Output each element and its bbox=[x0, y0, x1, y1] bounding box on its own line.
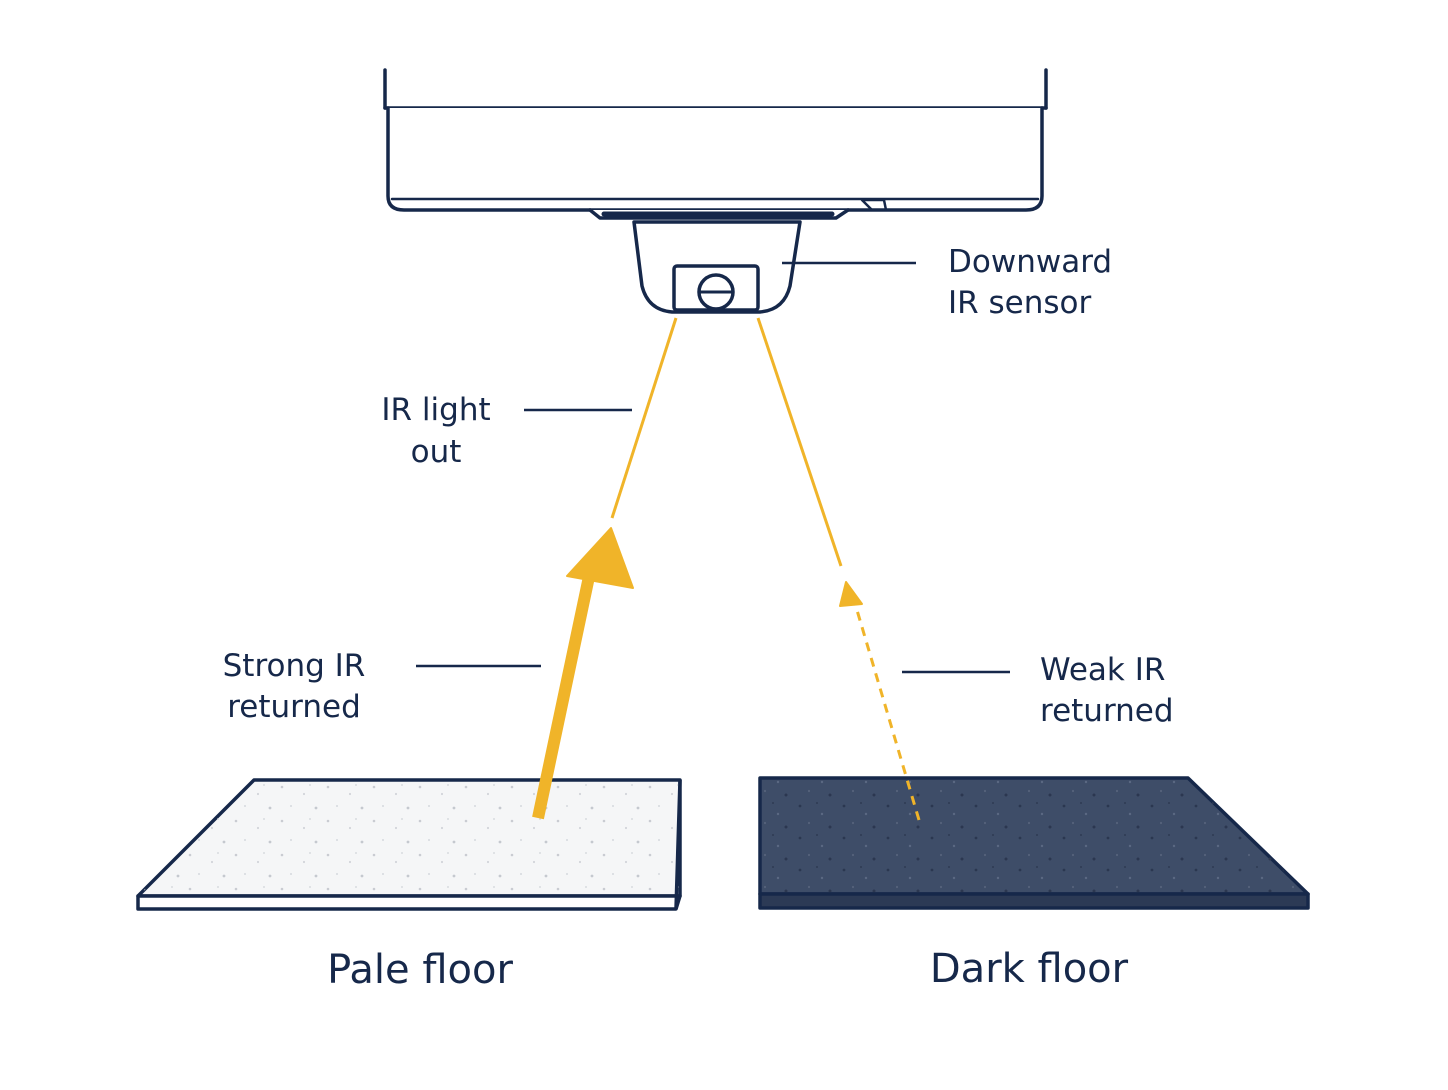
weak-ir-label-line2: returned bbox=[1040, 693, 1174, 729]
ir-out-label-line2: out bbox=[411, 434, 462, 470]
device-housing bbox=[383, 68, 1048, 220]
ir-sensor-module bbox=[632, 220, 802, 314]
strong-ir-return-arrow bbox=[532, 527, 634, 820]
weak-ir-return-arrow bbox=[839, 581, 921, 821]
sensor-label-line1: Downward bbox=[948, 244, 1112, 280]
sensor-lens-icon bbox=[697, 273, 735, 311]
weak-ir-label-line1: Weak IR bbox=[1040, 652, 1165, 688]
pale-floor-caption: Pale floor bbox=[327, 947, 513, 993]
pale-floor-tile bbox=[136, 778, 682, 911]
strong-ir-label-line2: returned bbox=[227, 689, 361, 725]
ir-beam-out bbox=[610, 317, 843, 567]
strong-ir-label-line1: Strong IR bbox=[223, 648, 366, 684]
dark-floor-tile bbox=[758, 776, 1310, 910]
ir-out-label-line1: IR light bbox=[381, 392, 490, 428]
leader-lines bbox=[416, 261, 1010, 674]
sensor-label-line2: IR sensor bbox=[948, 285, 1092, 321]
dark-floor-caption: Dark floor bbox=[930, 946, 1129, 992]
